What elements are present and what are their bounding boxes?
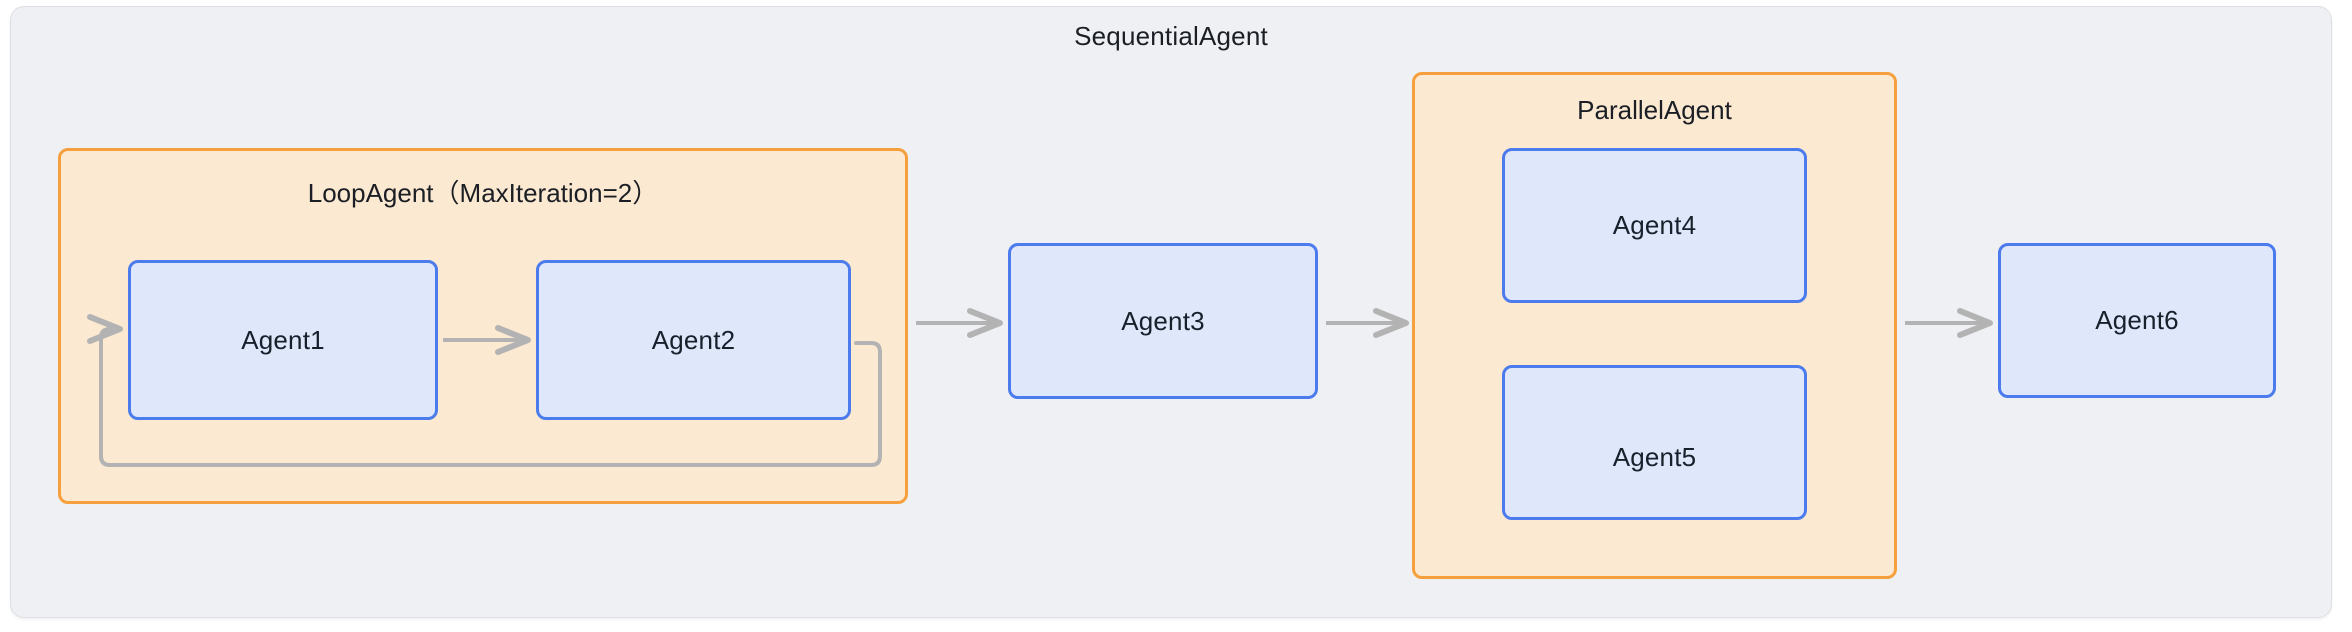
node-agent2[interactable]: Agent2 xyxy=(536,260,851,420)
sequential-agent-title: SequentialAgent xyxy=(1074,21,1268,51)
node-agent5-label: Agent5 xyxy=(1612,442,1697,472)
node-agent4[interactable]: Agent4 xyxy=(1502,148,1807,303)
node-agent3-label: Agent3 xyxy=(1121,305,1205,336)
node-agent6[interactable]: Agent6 xyxy=(1998,243,2276,398)
node-agent1[interactable]: Agent1 xyxy=(128,260,438,420)
node-agent4-label: Agent4 xyxy=(1612,210,1697,240)
node-agent2-label: Agent2 xyxy=(651,324,736,355)
node-agent6-label: Agent6 xyxy=(2095,305,2179,335)
loop-agent-title: LoopAgent（MaxIteration=2） xyxy=(307,178,659,208)
node-agent3[interactable]: Agent3 xyxy=(1008,243,1318,399)
node-agent5[interactable]: Agent5 xyxy=(1502,365,1807,520)
parallel-agent-title: ParallelAgent xyxy=(1577,95,1732,125)
node-agent1-label: Agent1 xyxy=(241,324,325,355)
